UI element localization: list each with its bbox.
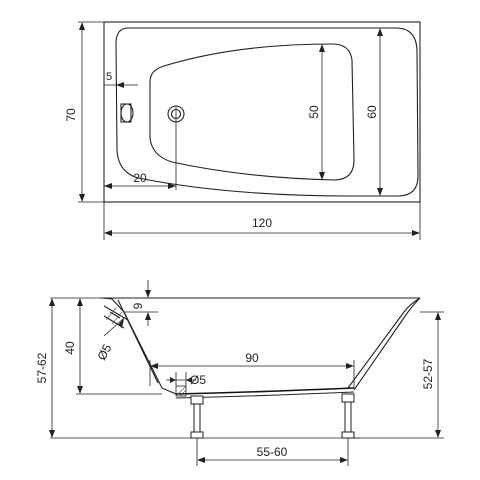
leg-right	[341, 393, 355, 439]
dim-wall-label: 5	[106, 71, 112, 83]
dim-leg-spacing-label: 55-60	[257, 445, 288, 459]
leg-left	[190, 395, 204, 439]
dim-length: 120	[103, 202, 421, 240]
drain-side	[175, 385, 187, 397]
dim-drain-dia: Ø5	[166, 372, 206, 387]
dim-edge-offset: 9	[124, 280, 158, 326]
overflow-fitting-body	[120, 103, 132, 123]
dim-width: 70	[64, 21, 104, 203]
outer-rim	[103, 21, 421, 203]
dim-basin-label: 50	[307, 105, 321, 119]
dim-width-label: 70	[64, 108, 78, 122]
dim-leg-spacing: 55-60	[196, 438, 349, 466]
inner-basin	[149, 43, 355, 181]
right-wall	[353, 297, 421, 391]
dim-length-label: 120	[252, 216, 272, 230]
dim-drain-dia-label: Ø5	[190, 373, 206, 387]
dim-overflow-dia-label: Ø5	[95, 341, 115, 362]
dim-basin: 50	[307, 44, 325, 180]
dim-edge-offset-label: 9	[131, 302, 145, 309]
dim-rim-height-label: 57-62	[35, 352, 49, 383]
dim-wall: 5	[104, 71, 138, 88]
top-view: 70 5 50 60 20	[64, 21, 421, 240]
dim-drain-offset: 20	[104, 122, 177, 190]
dim-inner: 60	[365, 28, 383, 196]
dim-inner-label: 60	[365, 105, 379, 119]
dim-front-height-label: 52-57	[421, 358, 435, 389]
dim-rim-height: 57-62	[35, 297, 100, 438]
dim-overflow-dia: Ø5	[95, 317, 125, 362]
dim-floor-length-label: 90	[245, 351, 259, 365]
dim-front-height: 52-57	[354, 311, 444, 439]
tub-outline	[115, 27, 419, 197]
dim-drain-offset-label: 20	[133, 171, 147, 185]
dim-floor-length: 90	[149, 351, 355, 388]
dim-wall-height-label: 40	[63, 341, 77, 355]
side-view: 57-62 40 Ø5 9	[35, 280, 444, 466]
dim-wall-height: 40	[63, 298, 162, 395]
tub-bottom	[175, 387, 355, 395]
